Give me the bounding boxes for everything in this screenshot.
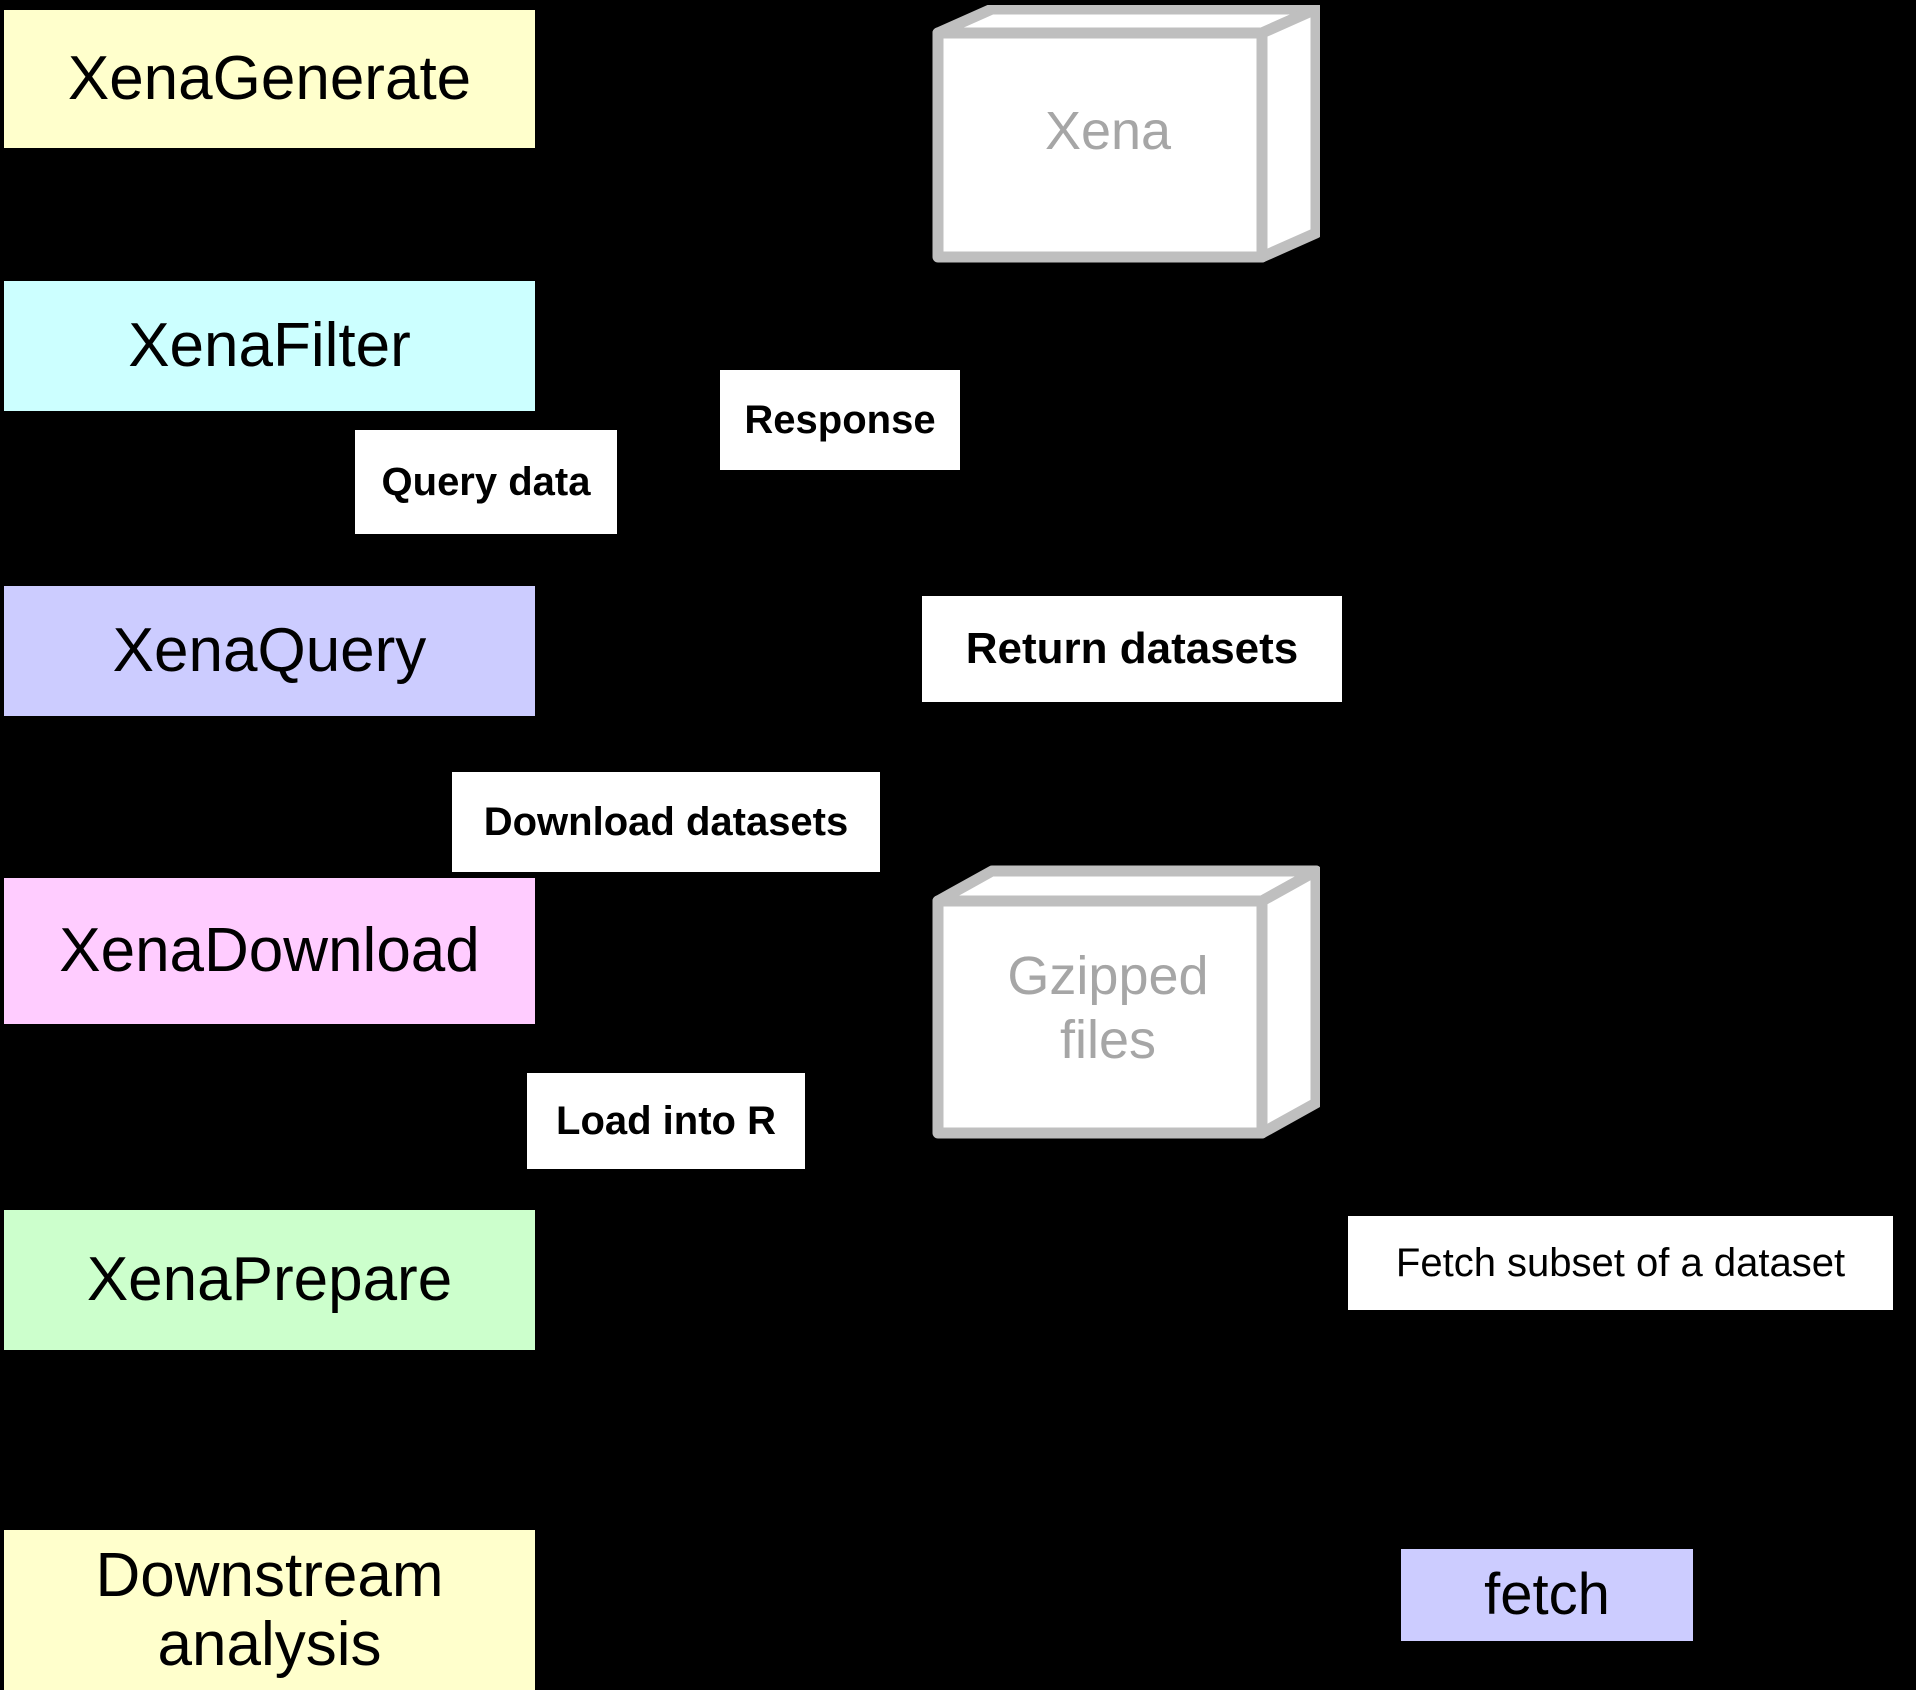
- edge-label-response-text: Response: [744, 397, 936, 442]
- node-xenadownload[interactable]: XenaDownload: [4, 878, 535, 1024]
- edge-label-return-datasets: Return datasets: [922, 596, 1342, 702]
- node-xenaquery-label: XenaQuery: [112, 616, 427, 686]
- node-xenagenerate-label: XenaGenerate: [67, 44, 472, 114]
- edge-label-return-datasets-text: Return datasets: [965, 624, 1299, 674]
- node-xenadownload-label: XenaDownload: [59, 916, 480, 986]
- node-xenaprepare[interactable]: XenaPrepare: [4, 1210, 535, 1350]
- node-xenaprepare-label: XenaPrepare: [86, 1245, 453, 1315]
- node-downstream-analysis[interactable]: Downstream analysis: [4, 1530, 535, 1690]
- node-xenagenerate[interactable]: XenaGenerate: [4, 10, 535, 148]
- edge-label-query-data: Query data: [355, 430, 617, 534]
- node-xenafilter[interactable]: XenaFilter: [4, 281, 535, 411]
- edge-label-fetch-subset: Fetch subset of a dataset: [1348, 1216, 1893, 1310]
- edge-label-load-into-r-text: Load into R: [556, 1098, 776, 1143]
- edge-label-download-datasets-text: Download datasets: [483, 799, 849, 844]
- node-downstream-analysis-label: Downstream analysis: [95, 1540, 444, 1679]
- edge-label-response: Response: [720, 370, 960, 470]
- cube-xena: Xena: [930, 5, 1320, 275]
- node-fetch[interactable]: fetch: [1401, 1549, 1693, 1641]
- edge-label-fetch-subset-text: Fetch subset of a dataset: [1395, 1240, 1846, 1285]
- edge-label-load-into-r: Load into R: [527, 1073, 805, 1169]
- node-xenaquery[interactable]: XenaQuery: [4, 586, 535, 716]
- cube-gzipped-files: Gzipped files: [930, 865, 1320, 1145]
- edge-label-download-datasets: Download datasets: [452, 772, 880, 872]
- node-fetch-label: fetch: [1484, 1561, 1610, 1627]
- node-xenafilter-label: XenaFilter: [128, 311, 411, 381]
- edge-label-query-data-text: Query data: [381, 459, 591, 504]
